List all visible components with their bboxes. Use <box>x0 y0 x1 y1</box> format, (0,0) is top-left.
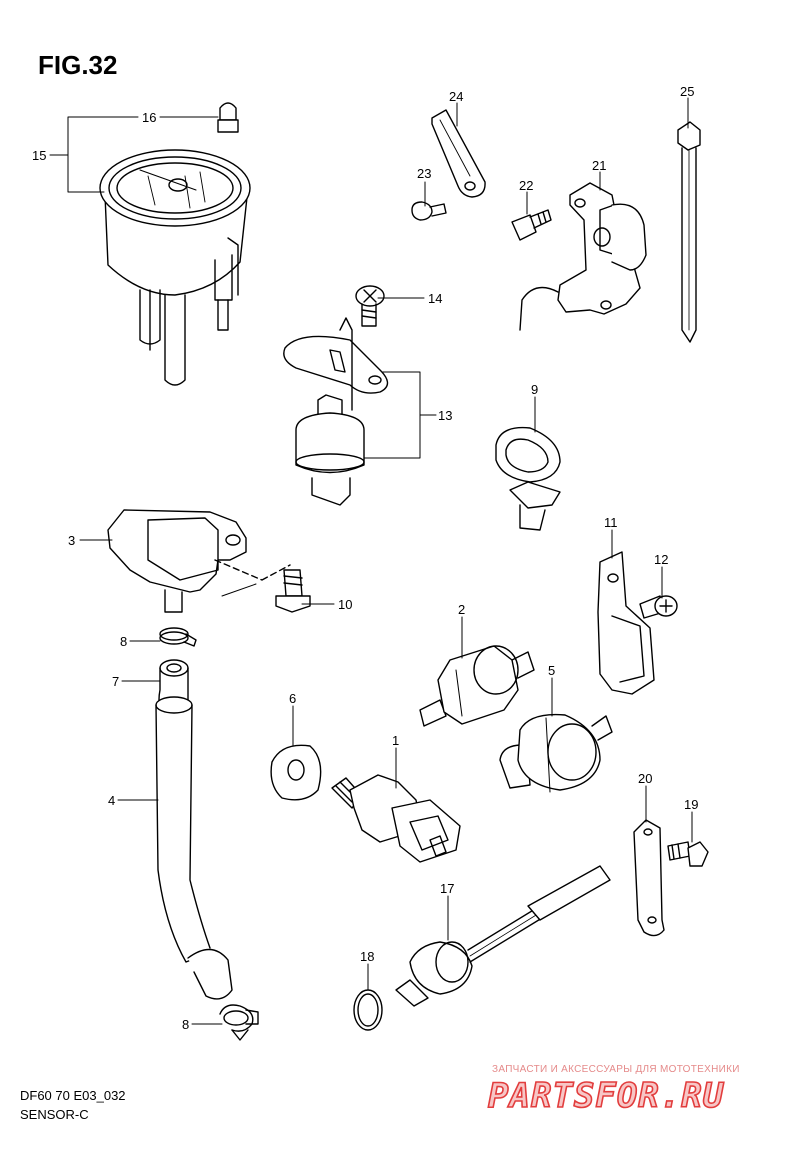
strap-24 <box>431 109 486 198</box>
screw-14 <box>355 285 385 327</box>
callout-14: 14 <box>428 291 442 306</box>
callout-11: 11 <box>604 515 618 530</box>
callout-labels: 16 15 24 25 23 22 21 14 13 9 3 10 8 7 11… <box>32 84 698 1032</box>
screw-12 <box>639 595 678 619</box>
callout-17: 17 <box>440 881 454 896</box>
bolt-19 <box>667 841 709 867</box>
callout-2: 2 <box>458 602 465 617</box>
callout-7: 7 <box>112 674 119 689</box>
callout-1: 1 <box>392 733 399 748</box>
sensor-2 <box>419 645 535 727</box>
cable-tie-25 <box>677 121 701 343</box>
callout-19: 19 <box>684 797 698 812</box>
hose-clamp-8-bottom <box>219 1004 259 1041</box>
callout-3: 3 <box>68 533 75 548</box>
bracket-20 <box>633 819 665 937</box>
callout-15: 15 <box>32 148 46 163</box>
trim-sensor-13 <box>283 317 389 506</box>
callout-21: 21 <box>592 158 606 173</box>
hose-clamp-8-top <box>159 627 197 647</box>
gauge-assembly <box>99 102 251 386</box>
callout-13: 13 <box>438 408 452 423</box>
callout-25: 25 <box>680 84 694 99</box>
callout-20: 20 <box>638 771 652 786</box>
figure-section: SENSOR-C <box>20 1107 89 1122</box>
watermark-tagline: ЗАПЧАСТИ И АКСЕССУАРЫ ДЛЯ МОТОТЕХНИКИ <box>492 1064 740 1075</box>
sensor-17 <box>395 865 611 1007</box>
washer-6 <box>270 744 322 801</box>
callout-18: 18 <box>360 949 374 964</box>
sensor-bracket-21 <box>519 182 647 331</box>
callout-8-bottom: 8 <box>182 1017 189 1032</box>
callout-5: 5 <box>548 663 555 678</box>
bolt-22 <box>511 209 552 241</box>
bolt-10 <box>275 569 311 613</box>
map-sensor-3 <box>107 509 291 613</box>
callout-23: 23 <box>417 166 431 181</box>
watermark-logo: PARTSFOR.RU <box>487 1075 725 1117</box>
callout-10: 10 <box>338 597 352 612</box>
hose-clip-9 <box>495 426 561 531</box>
leader-lines <box>49 97 693 1025</box>
callout-8-top: 8 <box>120 634 127 649</box>
callout-9: 9 <box>531 382 538 397</box>
callout-4: 4 <box>108 793 115 808</box>
callout-22: 22 <box>519 178 533 193</box>
o-ring-18 <box>353 989 383 1031</box>
hose-4 <box>155 659 233 1000</box>
sensor-1 <box>331 774 461 863</box>
bracket-11 <box>597 551 655 695</box>
callout-6: 6 <box>289 691 296 706</box>
bolt-23 <box>411 201 447 221</box>
figure-title: FIG.32 <box>38 50 118 80</box>
callout-12: 12 <box>654 552 668 567</box>
callout-16: 16 <box>142 110 156 125</box>
callout-24: 24 <box>449 89 463 104</box>
figure-code: DF60 70 E03_032 <box>20 1088 126 1103</box>
sensor-5 <box>499 713 613 793</box>
